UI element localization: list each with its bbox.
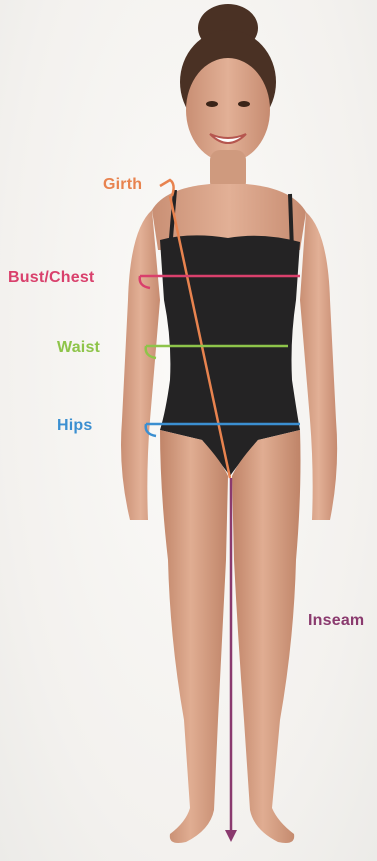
hips-label: Hips (57, 418, 92, 434)
left-leg (160, 430, 228, 843)
left-arm (121, 210, 160, 520)
inseam-arrow-icon (225, 830, 237, 842)
girth-arrow-icon (160, 180, 174, 196)
left-eye (206, 101, 218, 107)
inseam-label: Inseam (308, 613, 364, 629)
right-eye (238, 101, 250, 107)
girth-label: Girth (103, 177, 142, 193)
right-arm (300, 212, 337, 520)
right-leg (232, 430, 301, 843)
waist-label: Waist (57, 340, 100, 356)
face (186, 58, 270, 162)
bust-chest-label: Bust/Chest (8, 270, 94, 286)
